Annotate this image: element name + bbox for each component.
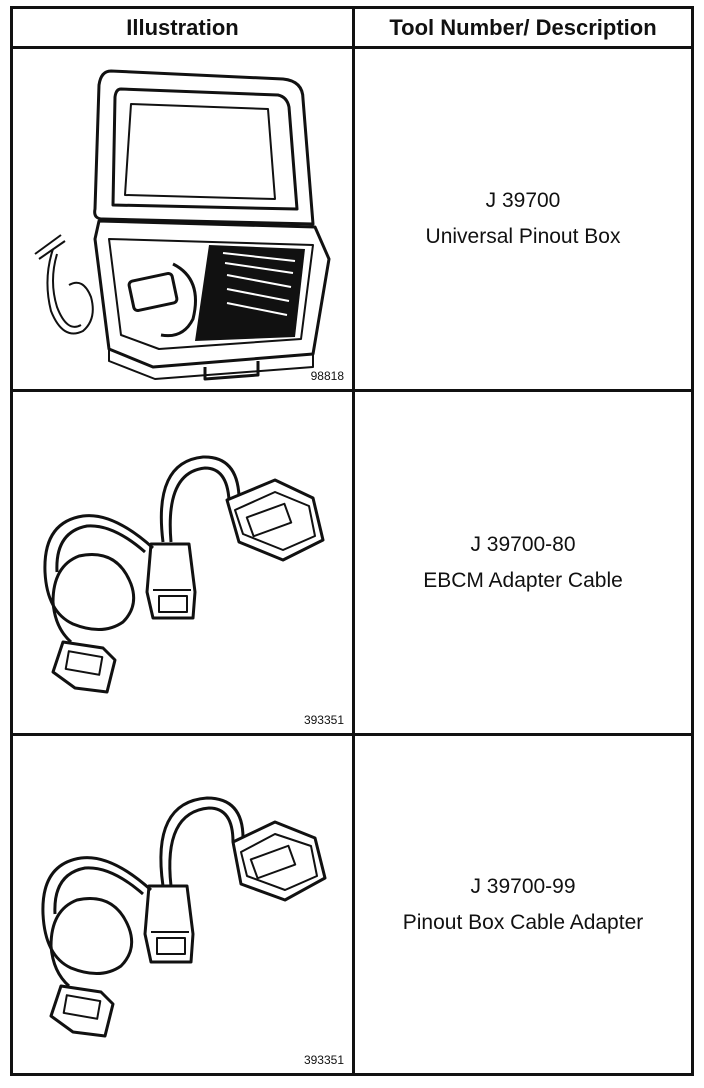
figure-number: 393351 xyxy=(303,1053,344,1067)
table-row: 393351 J 39700-99 Pinout Box Cable Adapt… xyxy=(13,736,691,1073)
tool-table: Illustration Tool Number/ Description xyxy=(10,6,694,1076)
column-divider xyxy=(352,9,355,1073)
header-tool-number: Tool Number/ Description xyxy=(389,14,657,40)
tool-description: Universal Pinout Box xyxy=(425,225,621,248)
adapter-cable-icon xyxy=(41,796,327,1038)
tool-number: J 39700-99 xyxy=(470,874,576,898)
adapter-cable-icon xyxy=(43,455,325,694)
illustration-cell: 393351 xyxy=(13,392,352,733)
header-illustration: Illustration xyxy=(126,14,239,40)
tool-description-cell: J 39700-80 EBCM Adapter Cable xyxy=(355,392,691,733)
tool-description: EBCM Adapter Cable xyxy=(423,568,623,592)
figure-number: 393351 xyxy=(303,713,344,727)
illustration-cell: 98818 xyxy=(13,49,352,389)
table-row: 393351 J 39700-80 EBCM Adapter Cable xyxy=(13,392,691,736)
tool-description-cell: J 39700 Universal Pinout Box xyxy=(355,49,691,389)
tool-description-cell: J 39700-99 Pinout Box Cable Adapter xyxy=(355,736,691,1073)
table-header: Illustration Tool Number/ Description xyxy=(13,9,691,49)
figure-number: 98818 xyxy=(310,369,344,383)
tool-description: Pinout Box Cable Adapter xyxy=(402,910,644,934)
table-row: 98818 J 39700 Universal Pinout Box xyxy=(13,49,691,392)
tool-number: J 39700 xyxy=(485,189,561,212)
tool-number: J 39700-80 xyxy=(470,532,576,556)
illustration-cell: 393351 xyxy=(13,736,352,1073)
pinout-box-case-icon xyxy=(34,69,331,381)
